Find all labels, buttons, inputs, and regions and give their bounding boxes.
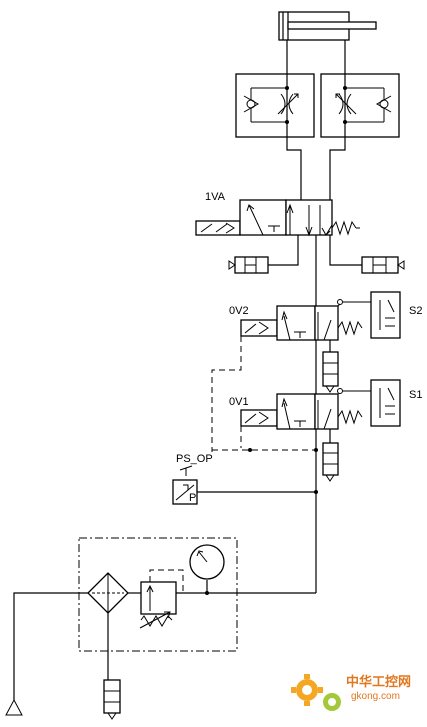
pressure-gauge: [189, 544, 225, 593]
filter: [87, 572, 129, 614]
label-ps-op: PS_OP: [176, 453, 213, 465]
watermark-text-en: gkong.com: [351, 691, 400, 702]
switch-s1: S1: [370, 379, 422, 427]
flow-control-right: [320, 73, 400, 138]
label-port-p: P: [189, 492, 196, 504]
check-valve-upper: [322, 351, 339, 393]
check-valve-lower: [322, 442, 339, 482]
pilot-valve-left: [228, 256, 269, 274]
valve-1va: 1VA: [195, 191, 360, 237]
label-1va: 1VA: [205, 191, 226, 203]
switch-s2: S2: [370, 291, 422, 339]
label-0v2: 0V2: [229, 305, 249, 317]
service-unit-boundary: [78, 537, 238, 652]
valve-0v1: 0V1: [229, 388, 372, 430]
cylinder: [278, 11, 377, 75]
label-s1: S1: [409, 389, 422, 401]
drain-valve: [103, 679, 121, 720]
valve-0v2: 0V2: [229, 299, 372, 341]
flow-control-left: [235, 73, 315, 138]
label-0v1: 0V1: [229, 396, 249, 408]
cylinder-rod: [287, 21, 377, 30]
watermark-text-cn: 中华工控网: [346, 674, 411, 689]
watermark-logo: 中华工控网 gkong.com: [291, 674, 411, 711]
pressure-switch: PS_OP P: [172, 453, 316, 505]
air-source: [5, 698, 23, 716]
regulator: [139, 569, 184, 629]
label-s2: S2: [409, 305, 422, 317]
pilot-valve-right: [361, 256, 405, 274]
